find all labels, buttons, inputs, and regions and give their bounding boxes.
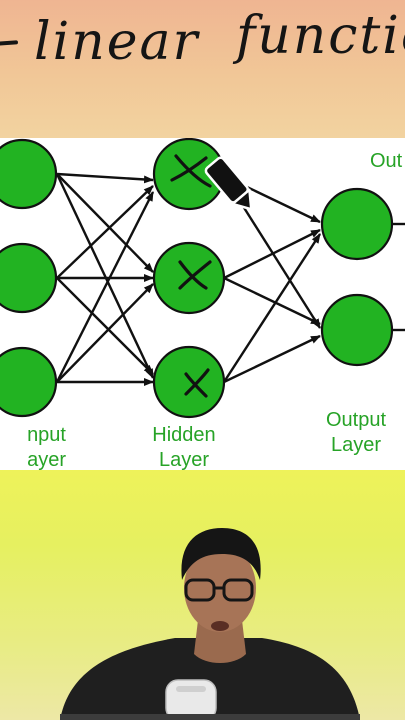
hidden-node-3 [152,345,226,419]
edge-i3-h2 [56,283,154,383]
edge-h2-o2 [223,276,321,326]
input-layer-label-line1: nput [27,424,66,446]
output-layer-label: Output Layer [306,408,405,458]
edge-i2-h3 [56,277,154,375]
output-layer-label-line1: Output [325,409,387,431]
edge-h2-o1 [223,228,321,280]
edge-h3-o1 [222,233,322,383]
presenter-hair [181,528,261,580]
presenter-figure [60,528,360,720]
neural-network-diagram: Out nput ayer Hidden Layer Output Layer [0,138,405,470]
edge-i2-h1 [56,185,154,279]
output-node-1 [320,187,394,261]
x-mark-2b [178,260,212,290]
output-layer-label-line2: Layer [330,434,382,456]
handwritten-title-area: linear functio [0,0,405,138]
input-node-2 [0,242,58,314]
edge-h3-o2 [223,334,321,384]
input-node-1 [0,138,58,210]
x-mark-1b [170,156,208,182]
edge-i1-h3 [55,173,155,379]
output-node-2 [320,293,394,367]
output-top-label: Out [370,150,403,172]
presenter-shirt [60,638,360,720]
presenter-neck [194,620,246,663]
handwritten-word-function: functio [236,6,405,66]
bottom-edge [60,714,360,720]
edge-i3-h1 [55,191,155,383]
input-node-3 [0,346,58,418]
hidden-layer-label: Hidden Layer [134,423,234,470]
edge-i1-h2 [56,173,154,273]
network-graph [0,138,405,419]
presenter-mouth [211,621,229,631]
pencil-icon [204,156,253,211]
hidden-layer-label-line2: Layer [158,449,210,470]
hidden-layer-label-line1: Hidden [152,424,216,446]
glasses-icon [184,578,254,602]
input-layer-label-line2: ayer [27,449,66,470]
x-mark-3b [184,368,210,396]
handwritten-word-linear: linear [34,12,200,72]
handwritten-x-marks [170,154,212,398]
edge-i1-h1 [56,172,154,184]
microphone-icon [165,679,217,720]
x-mark-1a [174,154,212,188]
input-layer-label: nput ayer [0,423,66,470]
presenter-area [0,470,405,720]
handwritten-dash [0,40,19,46]
handwritten-title: linear functio [0,0,405,90]
